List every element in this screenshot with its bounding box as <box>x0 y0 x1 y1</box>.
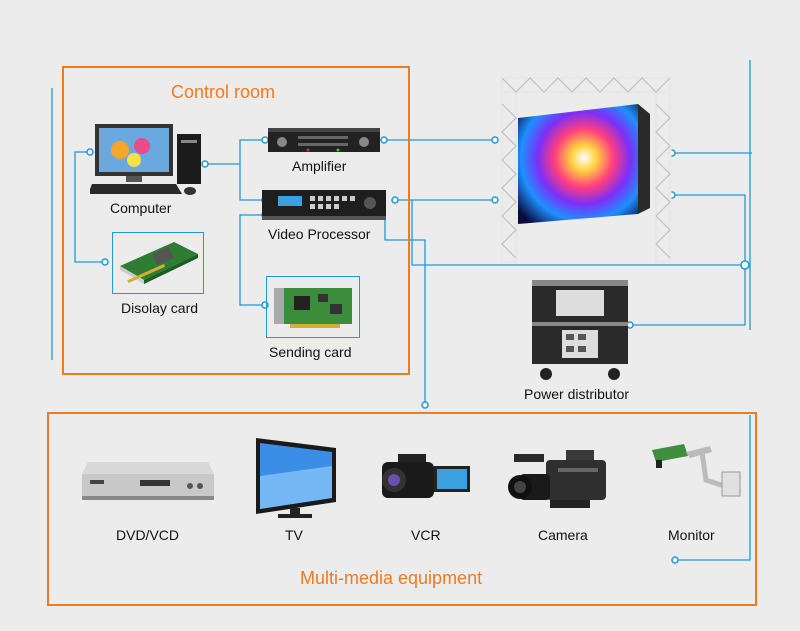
display-card-frame <box>112 232 204 294</box>
camcorder-icon <box>382 454 470 498</box>
tv-icon <box>256 438 336 518</box>
computer-icon <box>90 124 201 195</box>
multimedia-box <box>47 412 757 606</box>
power-distributor-label: Power distributor <box>524 386 630 402</box>
computer-label: Computer <box>110 200 172 216</box>
security-camera-icon <box>652 444 741 497</box>
amplifier-label: Amplifier <box>292 158 347 174</box>
control-room-title: Control room <box>171 82 276 102</box>
sending-card-icon <box>274 288 352 328</box>
control-room-box <box>62 66 410 375</box>
multimedia-label-2: VCR <box>411 527 441 543</box>
display-card-label: Disolay card <box>121 300 199 316</box>
amplifier-icon <box>268 128 380 152</box>
pro-camera-icon <box>508 450 606 508</box>
multimedia-label-0: DVD/VCD <box>116 527 180 543</box>
led-screen-truss-icon <box>500 76 672 264</box>
graphics-card-icon <box>120 242 198 284</box>
video-processor-label: Video Processor <box>268 226 371 242</box>
multimedia-label-4: Monitor <box>668 527 715 543</box>
power-distributor-icon <box>532 280 628 380</box>
sending-card-frame <box>266 276 360 338</box>
video-processor-icon <box>262 190 386 220</box>
multimedia-label-1: TV <box>285 527 303 543</box>
multimedia-label-3: Camera <box>538 527 588 543</box>
multimedia-title: Multi-media equipment <box>300 568 483 588</box>
sending-card-label: Sending card <box>269 344 352 360</box>
dvd-player-icon <box>82 462 214 500</box>
